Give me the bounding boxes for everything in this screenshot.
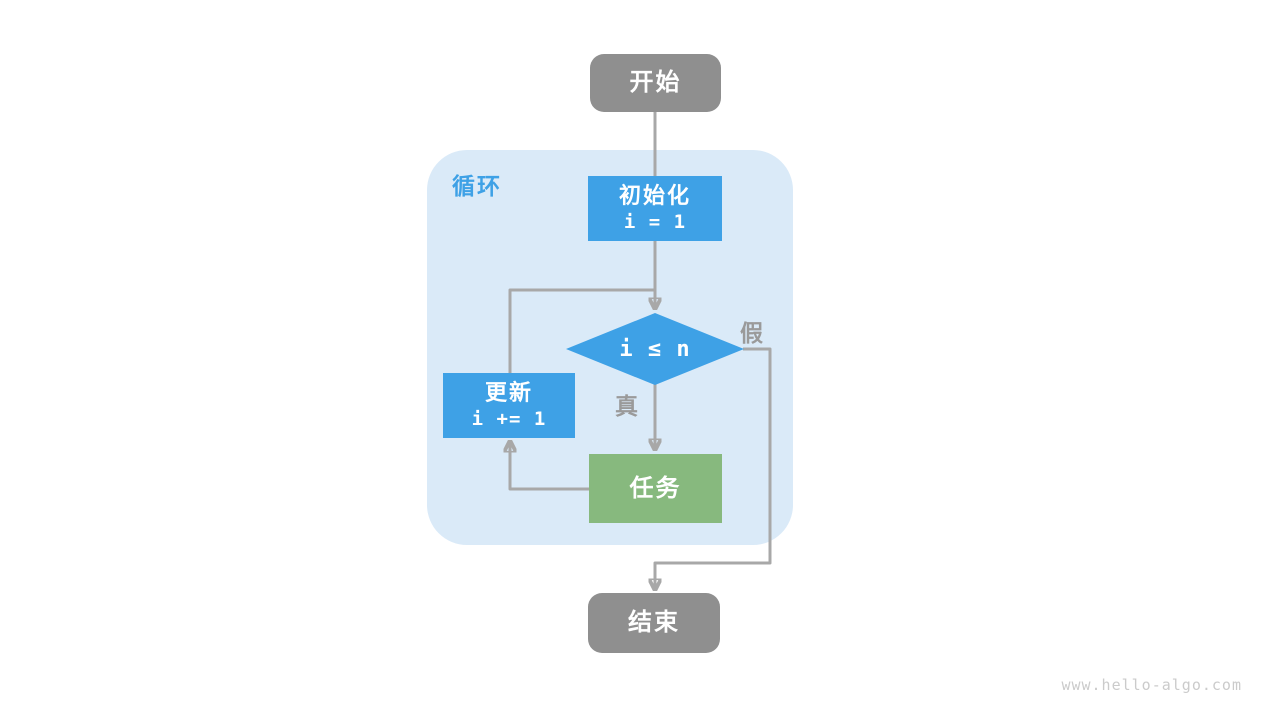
- start-label: 开始: [629, 69, 682, 96]
- node-end: 结束: [588, 593, 720, 653]
- update-code: i += 1: [471, 408, 547, 431]
- node-update: 更新 i += 1: [443, 373, 575, 438]
- node-start: 开始: [590, 54, 721, 112]
- task-label: 任务: [629, 474, 682, 502]
- update-title: 更新: [484, 379, 533, 405]
- watermark: www.hello-algo.com: [1061, 676, 1242, 694]
- edge-condition-to-end: [655, 347, 772, 589]
- condition-code: i ≤ n: [619, 336, 691, 362]
- edge-update-loopback: [508, 288, 656, 373]
- init-code: i = 1: [623, 211, 687, 234]
- true-branch-label: 真: [615, 393, 638, 419]
- node-init: 初始化 i = 1: [588, 176, 722, 241]
- edge-task-to-update: [510, 442, 590, 491]
- end-label: 结束: [628, 609, 680, 636]
- init-title: 初始化: [618, 182, 691, 208]
- false-branch-label: 假: [740, 320, 763, 346]
- loop-label: 循环: [452, 173, 502, 199]
- node-task: 任务: [589, 454, 722, 523]
